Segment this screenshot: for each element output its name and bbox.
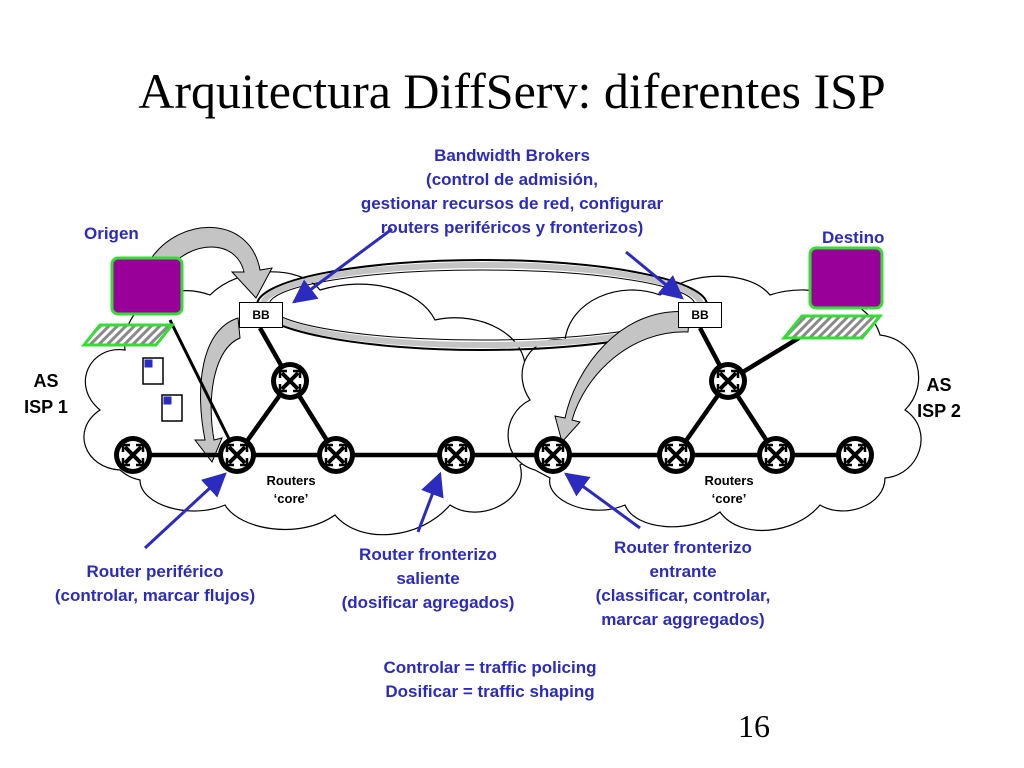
- routers-core-isp1-label: Routers ‘core’: [266, 473, 316, 506]
- router-core-isp1-top: [269, 360, 311, 402]
- page-number: 16: [738, 708, 770, 744]
- router-core-isp2-right: [755, 434, 797, 476]
- router-core-isp2-left: [655, 434, 697, 476]
- router-periferico-label: Router periférico (controlar, marcar flu…: [54, 562, 256, 605]
- routers-core-isp2-label: Routers ‘core’: [704, 473, 754, 506]
- router-core-isp2-top: [707, 360, 749, 402]
- router-edge-isp1: [112, 434, 154, 476]
- curved-arrow-origen-bb: [149, 227, 273, 299]
- bandwidth-brokers-label: Bandwidth Brokers (control de admisión, …: [360, 146, 664, 237]
- bandwidth-broker-isp2: BB: [678, 302, 722, 328]
- definitions-label: Controlar = traffic policing Dosificar =…: [383, 658, 597, 701]
- origen-label: Origen: [84, 224, 139, 243]
- router-fronterizo-entrante: [532, 434, 574, 476]
- curved-arrow-bb-entrante: [554, 311, 691, 444]
- packet-icon: [142, 357, 164, 385]
- as-isp1-label: AS ISP 1: [24, 371, 68, 417]
- packet-icon: [161, 394, 183, 422]
- router-core-isp1-right: [315, 434, 357, 476]
- destino-label: Destino: [822, 228, 885, 247]
- curved-arrow-bb-periferico: [193, 317, 241, 463]
- as-isp2-label: AS ISP 2: [917, 375, 961, 421]
- router-fronterizo-saliente: [435, 434, 477, 476]
- bandwidth-broker-isp1: BB: [239, 302, 283, 328]
- host-destino: [780, 246, 884, 340]
- label-arrows: [143, 227, 684, 550]
- router-fronterizo-saliente-label: Router fronterizo saliente (dosificar ag…: [341, 545, 515, 612]
- slide-title: Arquitectura DiffServ: diferentes ISP: [138, 63, 886, 119]
- router-periferico: [216, 434, 258, 476]
- router-edge-isp2: [834, 434, 876, 476]
- router-fronterizo-entrante-label: Router fronterizo entrante (classificar,…: [595, 538, 771, 629]
- host-origen: [80, 256, 184, 347]
